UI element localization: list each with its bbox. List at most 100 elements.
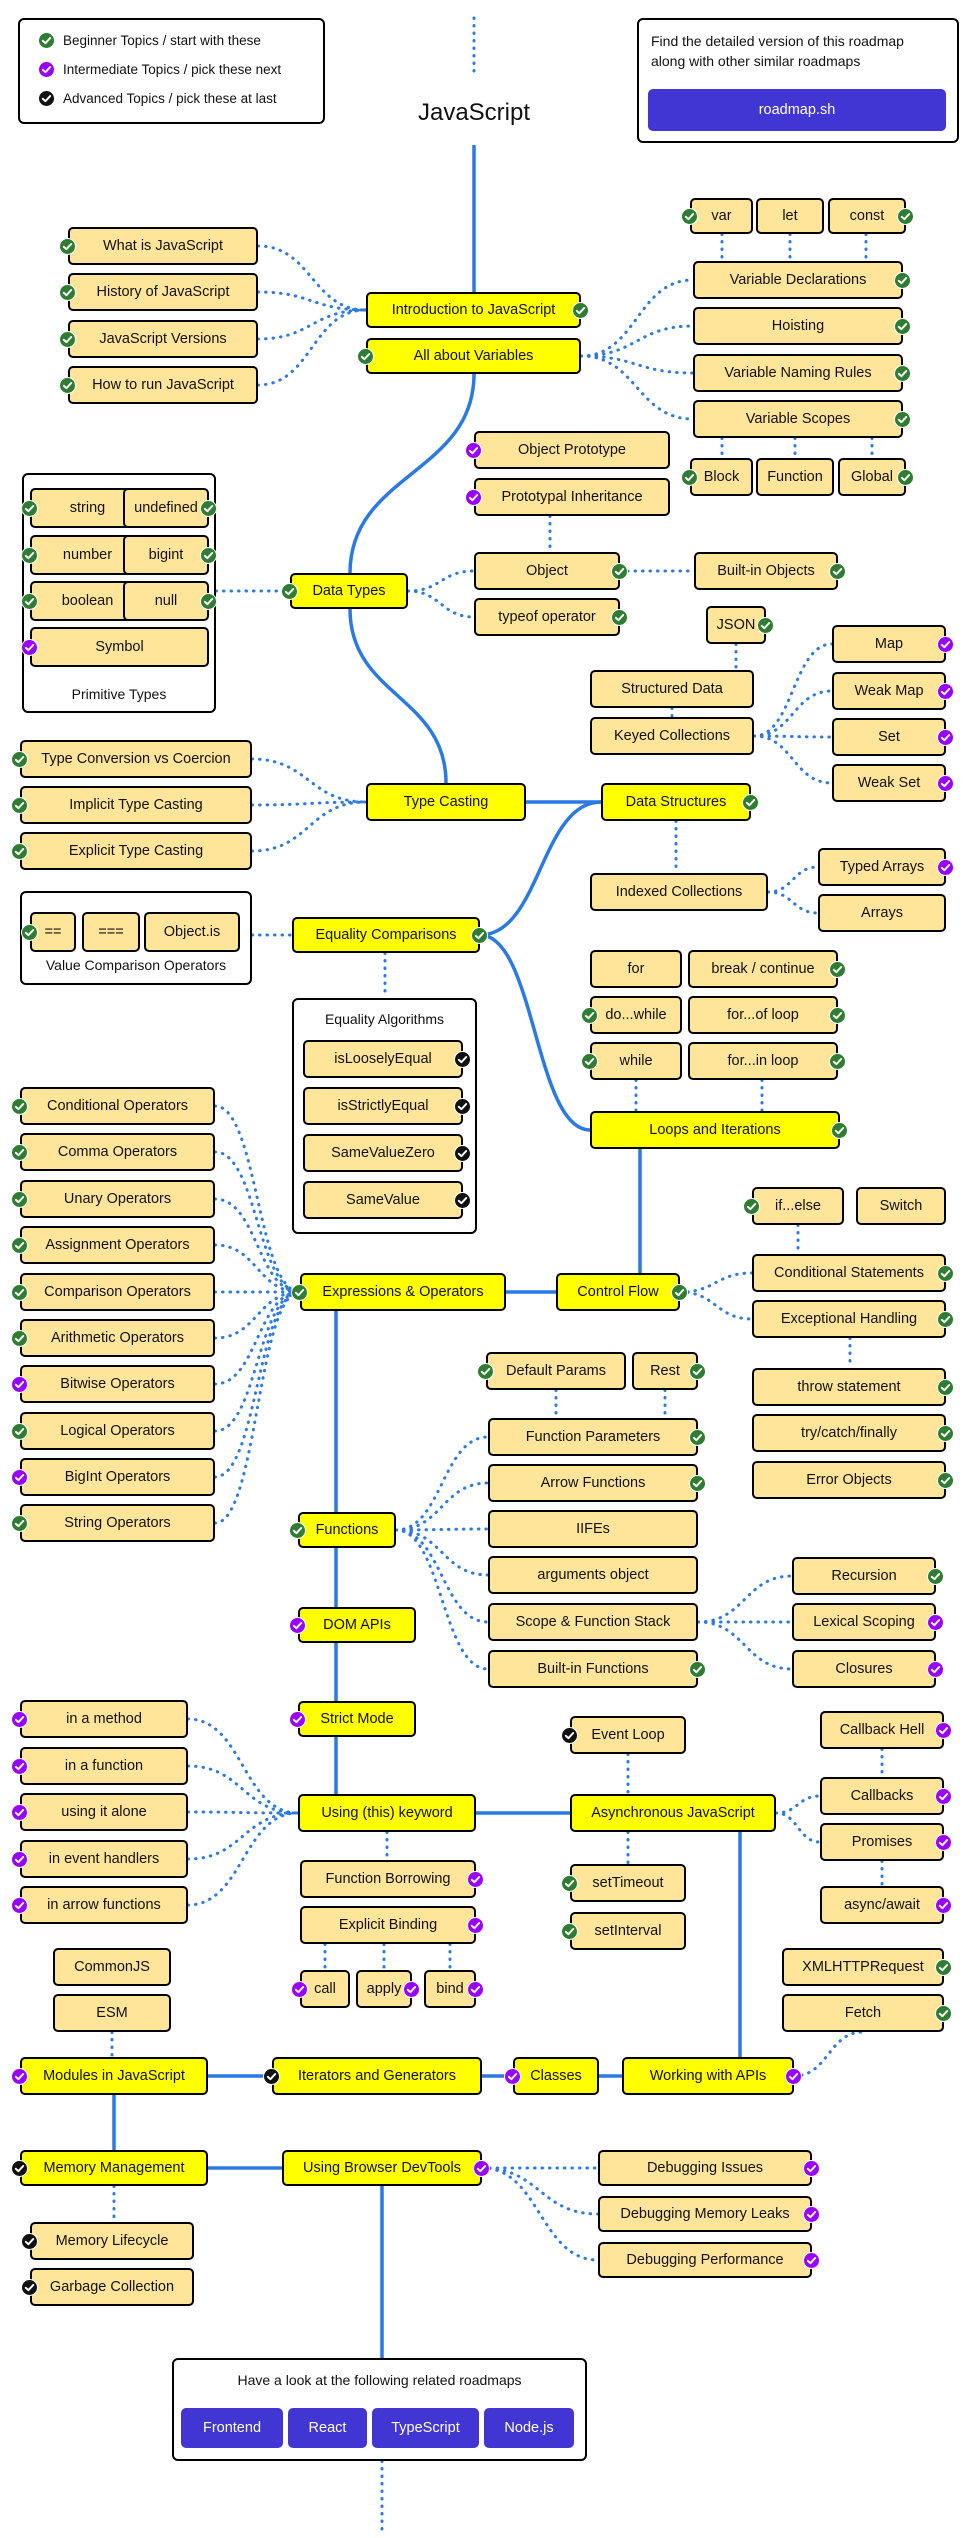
topic-in-a-function[interactable]: in a function [20, 1747, 188, 1785]
topic-explicit-binding[interactable]: Explicit Binding [300, 1906, 476, 1944]
topic-is-strictly-equal[interactable]: isStrictlyEqual [303, 1087, 463, 1125]
topic-equality-comparisons[interactable]: Equality Comparisons [292, 917, 480, 953]
topic-history-js[interactable]: History of JavaScript [68, 273, 258, 311]
topic-in-a-method[interactable]: in a method [20, 1700, 188, 1738]
topic-prototypal-inheritance[interactable]: Prototypal Inheritance [474, 478, 670, 516]
topic-builtin-objects[interactable]: Built-in Objects [694, 552, 838, 590]
topic-conditional-statements[interactable]: Conditional Statements [752, 1254, 946, 1292]
topic-type-conversion[interactable]: Type Conversion vs Coercion [20, 740, 252, 778]
roadmap-sh-button[interactable]: roadmap.sh [648, 89, 946, 131]
topic-in-event-handlers[interactable]: in event handlers [20, 1840, 188, 1878]
topic-object-prototype[interactable]: Object Prototype [474, 431, 670, 469]
topic-comparison-operators[interactable]: Comparison Operators [20, 1273, 215, 1311]
topic-block[interactable]: Block [690, 458, 753, 496]
topic-bigint[interactable]: bigint [123, 535, 209, 575]
topic-browser-devtools[interactable]: Using Browser DevTools [282, 2150, 482, 2186]
topic-undefined[interactable]: undefined [123, 488, 209, 528]
topic-if-else[interactable]: if...else [752, 1187, 844, 1225]
topic-iterators-generators[interactable]: Iterators and Generators [272, 2057, 482, 2095]
topic-fetch[interactable]: Fetch [782, 1994, 944, 2032]
topic-callback-hell[interactable]: Callback Hell [820, 1711, 944, 1749]
topic-scope-function-stack[interactable]: Scope & Function Stack [488, 1603, 698, 1641]
topic-var-naming[interactable]: Variable Naming Rules [693, 354, 903, 392]
topic-how-to-run[interactable]: How to run JavaScript [68, 366, 258, 404]
topic-bitwise-operators[interactable]: Bitwise Operators [20, 1365, 215, 1403]
topic-memory-management[interactable]: Memory Management [20, 2150, 208, 2186]
topic-set[interactable]: Set [832, 718, 946, 756]
topic-throw-statement[interactable]: throw statement [752, 1368, 946, 1406]
topic-try-catch[interactable]: try/catch/finally [752, 1414, 946, 1452]
topic-error-objects[interactable]: Error Objects [752, 1461, 946, 1499]
topic-set-timeout[interactable]: setTimeout [570, 1864, 686, 1902]
related-link-frontend[interactable]: Frontend [181, 2408, 283, 2448]
topic-promises[interactable]: Promises [820, 1823, 944, 1861]
topic-intro[interactable]: Introduction to JavaScript [366, 292, 581, 328]
topic-xmlhttprequest[interactable]: XMLHTTPRequest [782, 1948, 944, 1986]
topic-using-this[interactable]: Using (this) keyword [298, 1794, 476, 1832]
topic-expressions-operators[interactable]: Expressions & Operators [300, 1273, 506, 1311]
topic-garbage-collection[interactable]: Garbage Collection [30, 2268, 194, 2306]
topic-null[interactable]: null [123, 581, 209, 621]
topic-typeof[interactable]: typeof operator [474, 598, 620, 636]
topic-structured-data[interactable]: Structured Data [590, 670, 754, 708]
topic-what-is-js[interactable]: What is JavaScript [68, 227, 258, 265]
topic-for[interactable]: for [590, 950, 682, 988]
topic-esm[interactable]: ESM [53, 1994, 171, 2032]
topic-async-js[interactable]: Asynchronous JavaScript [570, 1794, 776, 1832]
topic-typed-arrays[interactable]: Typed Arrays [818, 848, 946, 886]
topic-event-loop[interactable]: Event Loop [570, 1716, 686, 1754]
topic-map[interactable]: Map [832, 625, 946, 663]
topic-triple-eq[interactable]: === [82, 912, 140, 952]
topic-lexical-scoping[interactable]: Lexical Scoping [792, 1603, 936, 1641]
topic-bigint-operators[interactable]: BigInt Operators [20, 1458, 215, 1496]
topic-iifes[interactable]: IIFEs [488, 1510, 698, 1548]
topic-arguments-object[interactable]: arguments object [488, 1556, 698, 1594]
topic-default-params[interactable]: Default Params [486, 1352, 626, 1390]
topic-function-parameters[interactable]: Function Parameters [488, 1418, 698, 1456]
topic-for-of[interactable]: for...of loop [688, 996, 838, 1034]
topic-apply[interactable]: apply [356, 1970, 412, 2008]
topic-strict-mode[interactable]: Strict Mode [298, 1701, 416, 1737]
topic-indexed-collections[interactable]: Indexed Collections [590, 873, 768, 911]
topic-same-value-zero[interactable]: SameValueZero [303, 1134, 463, 1172]
topic-control-flow[interactable]: Control Flow [556, 1273, 680, 1311]
topic-explicit-casting[interactable]: Explicit Type Casting [20, 832, 252, 870]
topic-recursion[interactable]: Recursion [792, 1557, 936, 1595]
topic-same-value[interactable]: SameValue [303, 1181, 463, 1219]
topic-object-is[interactable]: Object.is [144, 912, 240, 952]
topic-closures[interactable]: Closures [792, 1650, 936, 1688]
topic-is-loosely-equal[interactable]: isLooselyEqual [303, 1040, 463, 1078]
topic-comma-operators[interactable]: Comma Operators [20, 1133, 215, 1171]
topic-keyed-collections[interactable]: Keyed Collections [590, 717, 754, 755]
topic-var[interactable]: var [690, 198, 753, 234]
topic-debugging-memory-leaks[interactable]: Debugging Memory Leaks [598, 2196, 812, 2232]
topic-logical-operators[interactable]: Logical Operators [20, 1412, 215, 1450]
topic-callbacks[interactable]: Callbacks [820, 1777, 944, 1815]
topic-functions[interactable]: Functions [298, 1512, 396, 1548]
topic-assignment-operators[interactable]: Assignment Operators [20, 1226, 215, 1264]
topic-string-operators[interactable]: String Operators [20, 1504, 215, 1542]
topic-weak-map[interactable]: Weak Map [832, 672, 946, 710]
topic-js-versions[interactable]: JavaScript Versions [68, 320, 258, 358]
related-link-react[interactable]: React [288, 2408, 367, 2448]
topic-json[interactable]: JSON [706, 606, 766, 644]
topic-weak-set[interactable]: Weak Set [832, 764, 946, 802]
related-link-nodejs[interactable]: Node.js [484, 2408, 574, 2448]
topic-global[interactable]: Global [838, 458, 906, 496]
topic-working-with-apis[interactable]: Working with APIs [622, 2057, 794, 2095]
topic-loops[interactable]: Loops and Iterations [590, 1111, 840, 1149]
topic-arithmetic-operators[interactable]: Arithmetic Operators [20, 1319, 215, 1357]
topic-async-await[interactable]: async/await [820, 1886, 944, 1924]
topic-do-while[interactable]: do...while [590, 996, 682, 1034]
topic-unary-operators[interactable]: Unary Operators [20, 1180, 215, 1218]
topic-using-it-alone[interactable]: using it alone [20, 1793, 188, 1831]
topic-while[interactable]: while [590, 1042, 682, 1080]
topic-function-borrowing[interactable]: Function Borrowing [300, 1860, 476, 1898]
topic-modules[interactable]: Modules in JavaScript [20, 2057, 208, 2095]
topic-set-interval[interactable]: setInterval [570, 1912, 686, 1950]
topic-const[interactable]: const [828, 198, 906, 234]
topic-break-continue[interactable]: break / continue [688, 950, 838, 988]
topic-variables[interactable]: All about Variables [366, 338, 581, 374]
topic-arrow-functions[interactable]: Arrow Functions [488, 1464, 698, 1502]
topic-commonjs[interactable]: CommonJS [53, 1948, 171, 1986]
